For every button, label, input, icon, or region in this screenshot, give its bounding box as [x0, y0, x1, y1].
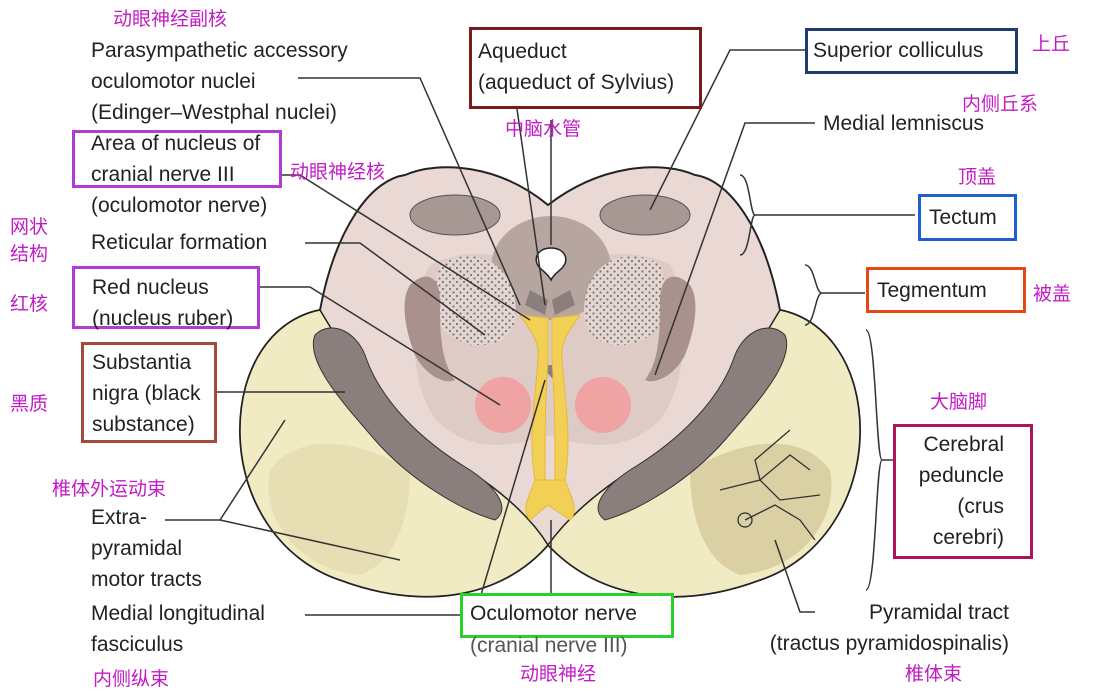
red-nucleus-right	[575, 377, 631, 433]
annotation-pyramidal-tract: 椎体束	[905, 663, 963, 685]
pyramidal-region-right	[690, 443, 832, 575]
label-line: (aqueduct of Sylvius)	[478, 71, 675, 94]
annotation-tegmentum: 被盖	[1033, 283, 1072, 305]
box-cerebral-peduncle[interactable]: Cerebral peduncle (crus cerebri)	[893, 424, 1033, 559]
oculomotor-nerve-fibers	[518, 314, 582, 521]
label-line: (crus	[957, 495, 1004, 518]
label-line: Extra-	[91, 506, 148, 529]
annotation-tectum: 顶盖	[958, 166, 997, 188]
reticular-formation-right	[584, 256, 669, 345]
pyramidal-region-left	[268, 443, 410, 575]
label-mlf: Medial longitudinal fasciculus	[91, 598, 265, 660]
label-line: Pyramidal tract	[868, 601, 1009, 624]
annotation-oculomotor-nucleus: 动眼神经核	[290, 161, 386, 183]
medial-lemniscus-right	[645, 276, 696, 382]
oculomotor-nucleus-right	[552, 290, 575, 315]
annotation-ew-nucleus: 动眼神经副核	[113, 8, 228, 30]
label-line: Cerebral	[923, 433, 1004, 456]
label-line: fasciculus	[91, 633, 184, 656]
label-pyramidal-tract: Pyramidal tract (tractus pyramidospinali…	[727, 597, 1009, 659]
substantia-nigra-left	[312, 327, 503, 521]
box-tectum[interactable]: Tectum	[918, 194, 1017, 241]
reticular-formation-left	[431, 256, 516, 345]
box-substantia-nigra[interactable]: Substantia nigra (black substance)	[81, 342, 217, 443]
label-line: (Edinger–Westphal nuclei)	[91, 101, 337, 124]
leader-lines	[165, 49, 915, 616]
label-line: nigra (black	[92, 382, 201, 405]
annotation-mlf: 内侧纵束	[93, 668, 170, 690]
label-line: Superior colliculus	[813, 39, 984, 62]
label-reticular-formation: Reticular formation	[91, 231, 268, 254]
label-parasympathetic-nuclei: Parasympathetic accessory oculomotor nuc…	[91, 35, 348, 128]
substantia-nigra-right	[597, 327, 788, 521]
annotation-reticular-1: 网状	[10, 216, 49, 238]
superior-colliculus-left	[409, 194, 501, 236]
pyramidal-tract-lines	[719, 429, 821, 541]
label-line: Medial longitudinal	[91, 602, 265, 625]
label-line: Area of nucleus of	[91, 132, 261, 155]
superior-colliculus-right	[599, 194, 691, 236]
label-line: cerebri)	[932, 526, 1004, 549]
label-line: peduncle	[918, 464, 1004, 487]
annotation-cerebral-peduncle: 大脑脚	[930, 391, 988, 413]
red-nucleus-left	[475, 377, 531, 433]
label-line: motor tracts	[91, 568, 202, 591]
box-oculomotor-nucleus	[72, 130, 282, 188]
annotation-medial-lemniscus: 内侧丘系	[962, 93, 1039, 115]
label-line: oculomotor nuclei	[91, 70, 256, 93]
label-line: cranial nerve III	[91, 163, 235, 186]
label-medial-lemniscus: Medial lemniscus	[823, 112, 985, 135]
label-line: Substantia	[92, 351, 192, 374]
label-nucleus-cn3: Area of nucleus of cranial nerve III (oc…	[91, 128, 267, 221]
annotation-reticular-2: 结构	[10, 243, 49, 265]
box-red-nucleus[interactable]: Red nucleus (nucleus ruber)	[72, 266, 260, 330]
annotation-aqueduct: 中脑水管	[505, 118, 582, 140]
label-line: (oculomotor nerve)	[91, 194, 268, 217]
label-line: Parasympathetic accessory	[91, 39, 348, 62]
annotation-substantia-nigra: 黑质	[10, 393, 49, 415]
label-line: Aqueduct	[478, 40, 567, 63]
annotation-oculomotor-nerve: 动眼神经	[520, 663, 597, 685]
box-oculomotor-nerve[interactable]: Oculomotor nerve	[460, 593, 674, 638]
label-line: Red nucleus	[92, 276, 209, 299]
label-line: Oculomotor nerve	[470, 602, 637, 625]
label-line: (tractus pyramidospinalis)	[769, 632, 1009, 655]
label-line: pyramidal	[91, 537, 183, 560]
medial-lemniscus-left	[404, 276, 455, 382]
label-line: (nucleus ruber)	[92, 307, 234, 330]
oculomotor-nucleus-left	[525, 290, 548, 315]
annotation-extrapyramidal: 椎体外运动束	[52, 478, 167, 500]
annotation-superior-colliculus: 上丘	[1032, 33, 1071, 55]
box-aqueduct[interactable]: Aqueduct (aqueduct of Sylvius)	[469, 27, 702, 109]
aqueduct-of-sylvius	[535, 247, 567, 283]
label-oculomotor-nerve-sub: (cranial nerve III)	[470, 634, 628, 657]
label-line: Tectum	[929, 206, 997, 229]
annotation-red-nucleus: 红核	[10, 293, 49, 315]
box-superior-colliculus[interactable]: Superior colliculus	[805, 28, 1018, 74]
label-line: Tegmentum	[877, 279, 987, 302]
box-tegmentum[interactable]: Tegmentum	[866, 267, 1026, 313]
label-extrapyramidal: Extra- pyramidal motor tracts	[91, 502, 202, 595]
label-line: substance)	[92, 413, 195, 436]
